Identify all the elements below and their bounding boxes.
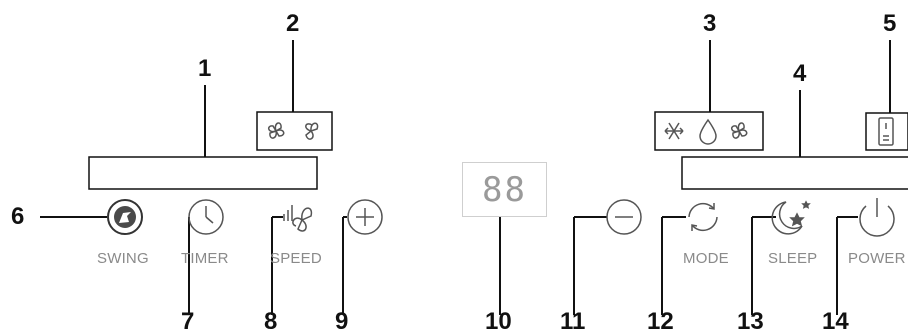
callout-6: 6: [11, 203, 25, 230]
callout-2: 2: [286, 10, 300, 37]
display-value: 88: [482, 169, 527, 210]
callout-1: 1: [198, 55, 212, 82]
minus-button[interactable]: [606, 199, 642, 235]
fan-high-icon: [305, 122, 319, 140]
power-icon: [859, 198, 895, 237]
callout-9: 9: [335, 308, 349, 335]
plus-button[interactable]: [347, 199, 383, 235]
water-tank-icon: [878, 117, 894, 146]
callout-12: 12: [647, 308, 674, 335]
droplet-icon: [699, 118, 717, 145]
fan-low-icon: [268, 122, 285, 139]
mode-button[interactable]: [688, 202, 718, 232]
clock-icon: [188, 199, 224, 235]
mode-indicator-box: [654, 111, 764, 151]
minus-icon: [606, 199, 642, 235]
cycle-arrows-icon: [688, 202, 718, 232]
callout-5: 5: [883, 10, 897, 37]
callout-8: 8: [264, 308, 278, 335]
tank-indicator-box: [865, 112, 908, 151]
power-button[interactable]: [859, 198, 895, 237]
indicator-strip-left: [88, 156, 318, 190]
callout-11: 11: [560, 308, 586, 335]
mode-label: MODE: [683, 250, 729, 267]
callout-10: 10: [485, 308, 512, 335]
callout-7: 7: [181, 308, 195, 335]
timer-label: TIMER: [181, 250, 229, 267]
moon-stars-icon: [771, 200, 811, 235]
callout-13: 13: [737, 308, 764, 335]
indicator-strip-right: [681, 156, 908, 190]
swing-label: SWING: [97, 250, 149, 267]
plus-icon: [347, 199, 383, 235]
power-label: POWER: [848, 250, 906, 267]
callout-14: 14: [822, 308, 849, 335]
speed-button[interactable]: [283, 205, 313, 232]
fan-speed-icon: [283, 205, 313, 232]
callout-3: 3: [703, 10, 717, 37]
callout-4: 4: [793, 60, 807, 87]
timer-button[interactable]: [188, 199, 224, 235]
sleep-button[interactable]: [771, 200, 811, 235]
fan-indicator-box: [256, 111, 333, 151]
snowflake-icon: [664, 122, 684, 140]
swing-button[interactable]: [107, 199, 143, 235]
fan-icon: [731, 122, 748, 139]
sleep-label: SLEEP: [768, 250, 818, 267]
temperature-display: 88: [462, 162, 547, 217]
speed-label: SPEED: [270, 250, 322, 267]
